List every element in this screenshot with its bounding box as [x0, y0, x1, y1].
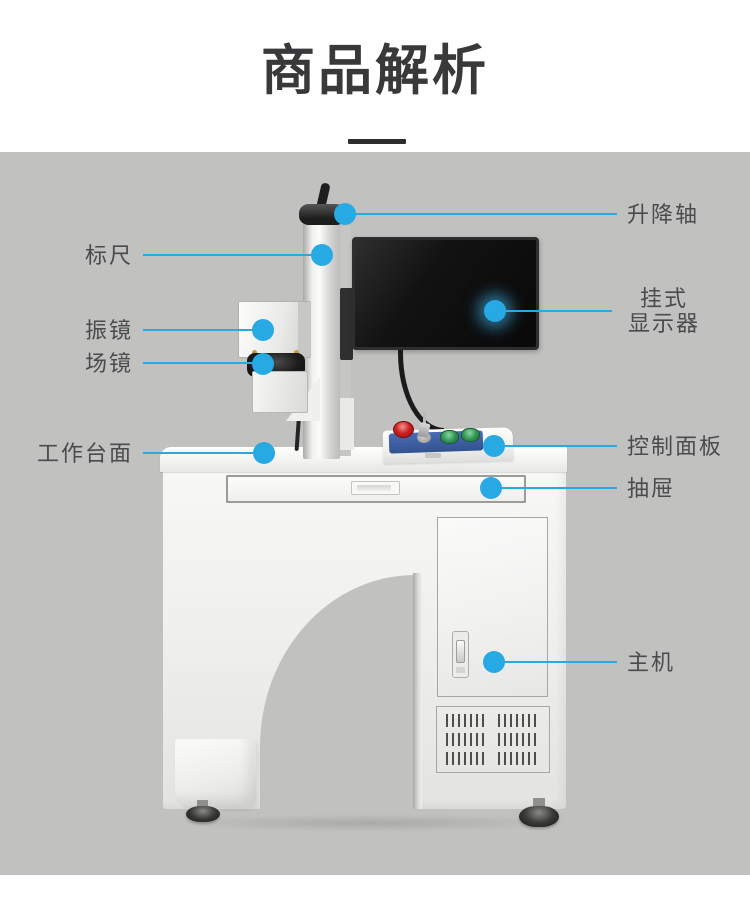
callout-line-worktable [143, 452, 258, 454]
callout-label-drawer: 抽屉 [627, 476, 676, 501]
vent-slats [498, 733, 540, 746]
callout-line-field-lens [143, 362, 257, 364]
lens-screw [294, 350, 299, 355]
callout-label-lifting-axis: 升降轴 [627, 202, 700, 227]
key-switch-key [423, 412, 426, 429]
callout-line-galvanometer [143, 329, 257, 331]
callout-line-main-unit [503, 661, 617, 663]
drawer-handle-bar [357, 485, 391, 491]
callout-label-control-panel: 控制面板 [627, 434, 724, 459]
power-button [461, 428, 480, 442]
callout-dot-control-panel [483, 435, 505, 457]
panel-label-tag [425, 453, 441, 458]
lens-screw [252, 350, 257, 355]
start-button [440, 430, 459, 444]
vent-slats [498, 714, 540, 727]
vent-slats [446, 733, 488, 746]
callout-dot-worktable [253, 442, 275, 464]
callout-label-field-lens: 场镜 [84, 351, 133, 376]
callout-line-wall-monitor [506, 310, 612, 312]
galvo-side-panel [298, 302, 311, 357]
monitor-bracket [340, 288, 353, 360]
callout-dot-wall-monitor [484, 300, 506, 322]
callout-dot-main-unit [483, 651, 505, 673]
title-divider [348, 139, 406, 144]
lens-mount-block [252, 371, 308, 413]
callout-label-ruler: 标尺 [84, 243, 133, 268]
vent-slats [446, 714, 488, 727]
cabinet-left-wall [413, 573, 422, 809]
callout-label-galvanometer: 振镜 [84, 318, 133, 343]
vent-slats [446, 752, 488, 765]
foot-stem [197, 800, 208, 808]
callout-dot-ruler [311, 244, 333, 266]
door-handle-lever [456, 640, 465, 663]
foot-stem [533, 798, 545, 808]
leveling-foot [519, 806, 559, 827]
callout-label-main-unit: 主机 [627, 650, 676, 675]
callout-label-wall-monitor-line2: 显示器 [627, 311, 700, 336]
monitor-screen [352, 237, 539, 350]
callout-dot-drawer [480, 477, 502, 499]
callout-dot-lifting-axis [334, 203, 356, 225]
callout-dot-field-lens [252, 353, 274, 375]
callout-dot-galvanometer [252, 319, 274, 341]
page-title: 商品解析 [261, 41, 489, 101]
floor-shadow [170, 814, 570, 832]
vent-slats [498, 752, 540, 765]
vent-grille [436, 706, 550, 773]
column-mount [340, 398, 354, 450]
leveling-foot [186, 806, 220, 822]
callout-line-ruler [143, 254, 318, 256]
desk-foot-block [175, 739, 256, 806]
callout-label-worktable: 工作台面 [36, 441, 133, 466]
callout-line-drawer [500, 487, 617, 489]
callout-label-wall-monitor: 挂式 显示器 [616, 286, 712, 336]
door-handle-slot [456, 667, 465, 673]
callout-line-control-panel [503, 445, 617, 447]
header: 商品解析 [0, 0, 750, 152]
callout-line-lifting-axis [352, 213, 617, 215]
callout-label-wall-monitor-line1: 挂式 [639, 286, 688, 311]
emergency-stop-button [393, 421, 414, 438]
key-switch [417, 432, 431, 443]
